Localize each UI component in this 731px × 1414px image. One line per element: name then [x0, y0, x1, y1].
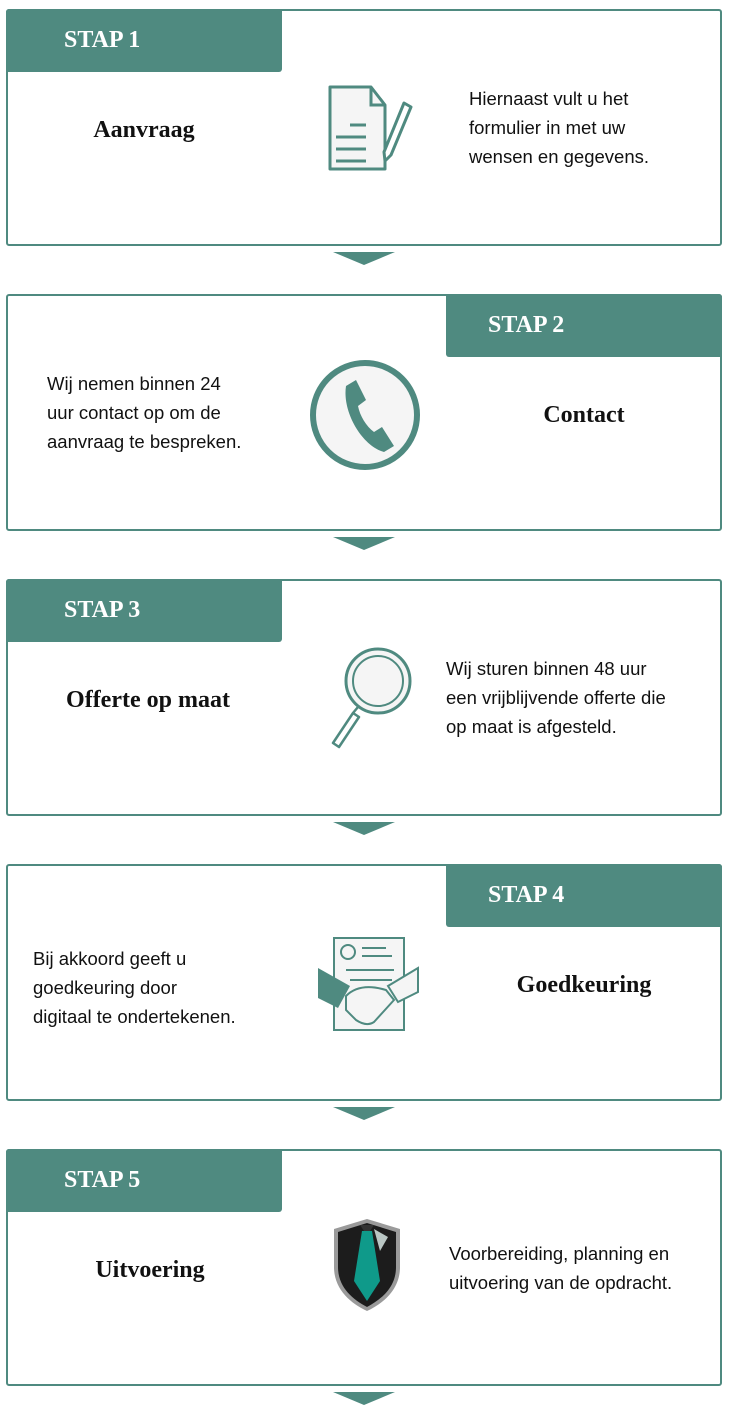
- handshake-contract-icon: [318, 937, 419, 1031]
- arrow-down-icon: [333, 1392, 395, 1405]
- arrow-down-icon: [333, 1107, 395, 1120]
- step-title: Offerte op maat: [66, 687, 230, 713]
- desc-line: formulier in met uw: [469, 117, 626, 138]
- arrow-down-icon: [333, 252, 395, 265]
- phone-icon: [310, 360, 420, 470]
- suit-shield-icon: [334, 1219, 400, 1311]
- step-tab: STAP 1: [6, 9, 282, 72]
- step-tab: STAP 2: [446, 294, 722, 357]
- step-description: Bij akkoord geeft u goedkeuring door dig…: [33, 944, 236, 1031]
- desc-line: Bij akkoord geeft u: [33, 948, 187, 969]
- step-description: Wij sturen binnen 48 uur een vrijblijven…: [446, 654, 666, 741]
- desc-line: op maat is afgesteld.: [446, 716, 617, 737]
- desc-line: uitvoering van de opdracht.: [449, 1272, 673, 1293]
- step-tab: STAP 4: [446, 864, 722, 927]
- step-tab: STAP 5: [6, 1149, 282, 1212]
- document-pen-icon: [328, 85, 413, 171]
- step-card-4: STAP 4 Bij akkoord geeft u goedkeuring d…: [6, 864, 722, 1101]
- desc-line: Wij sturen binnen 48 uur: [446, 658, 647, 679]
- step-card-3: STAP 3 Offerte op maat Wij sturen binnen…: [6, 579, 722, 816]
- step-card-2: STAP 2 Wij nemen binnen 24 uur contact o…: [6, 294, 722, 531]
- step-title: Uitvoering: [95, 1257, 205, 1283]
- desc-line: Voorbereiding, planning en: [449, 1243, 670, 1264]
- step-card-1: STAP 1 Aanvraag Hiernaast vult u het for…: [6, 9, 722, 246]
- magnifier-icon: [331, 647, 412, 749]
- step-title: Contact: [543, 402, 625, 428]
- step-description: Hiernaast vult u het formulier in met uw…: [469, 84, 649, 171]
- desc-line: Wij nemen binnen 24: [47, 373, 221, 394]
- desc-line: een vrijblijvende offerte die: [446, 687, 666, 708]
- desc-line: aanvraag te bespreken.: [47, 431, 242, 452]
- desc-line: Hiernaast vult u het: [469, 88, 629, 109]
- step-title: Aanvraag: [93, 117, 195, 143]
- desc-line: digitaal te ondertekenen.: [33, 1006, 236, 1027]
- step-description: Voorbereiding, planning en uitvoering va…: [449, 1239, 672, 1297]
- desc-line: uur contact op om de: [47, 402, 221, 423]
- arrow-down-icon: [333, 537, 395, 550]
- desc-line: goedkeuring door: [33, 977, 177, 998]
- step-title: Goedkeuring: [516, 972, 652, 998]
- arrow-down-icon: [333, 822, 395, 835]
- step-tab: STAP 3: [6, 579, 282, 642]
- desc-line: wensen en gegevens.: [469, 146, 649, 167]
- step-card-5: STAP 5 Uitvoering Voorbereiding, plannin…: [6, 1149, 722, 1386]
- step-description: Wij nemen binnen 24 uur contact op om de…: [47, 369, 241, 456]
